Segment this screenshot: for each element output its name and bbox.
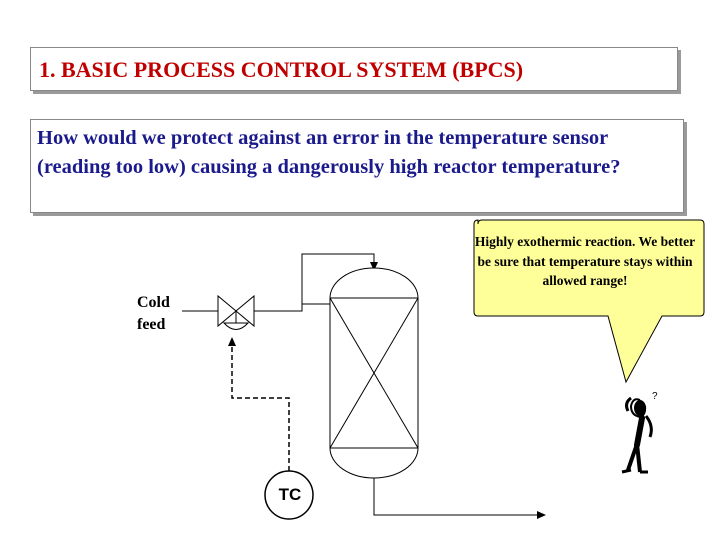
page-title: 1. BASIC PROCESS CONTROL SYSTEM (BPCS)	[39, 57, 524, 82]
signal-line	[228, 337, 290, 471]
callout-text: Highly exothermic reaction. We better be…	[474, 234, 696, 288]
tc-instrument	[264, 470, 314, 520]
callout-bubble	[473, 219, 705, 384]
title-box: 1. BASIC PROCESS CONTROL SYSTEM (BPCS)	[30, 47, 678, 91]
outlet-line	[373, 478, 546, 519]
thought-mark: ?	[652, 391, 658, 402]
question-box: How would we protect against an error in…	[30, 119, 684, 213]
cold-feed-label-line2: feed	[137, 316, 166, 333]
reactor-vessel	[329, 267, 419, 479]
question-text: How would we protect against an error in…	[37, 127, 621, 178]
cold-feed-label: Cold feed	[137, 292, 197, 336]
cold-feed-label-line1: Cold	[137, 294, 170, 311]
tc-label: TC	[278, 485, 302, 504]
thinking-person-icon: ?	[621, 391, 658, 474]
control-valve	[217, 294, 255, 330]
valve-to-reactor-line	[254, 253, 378, 312]
